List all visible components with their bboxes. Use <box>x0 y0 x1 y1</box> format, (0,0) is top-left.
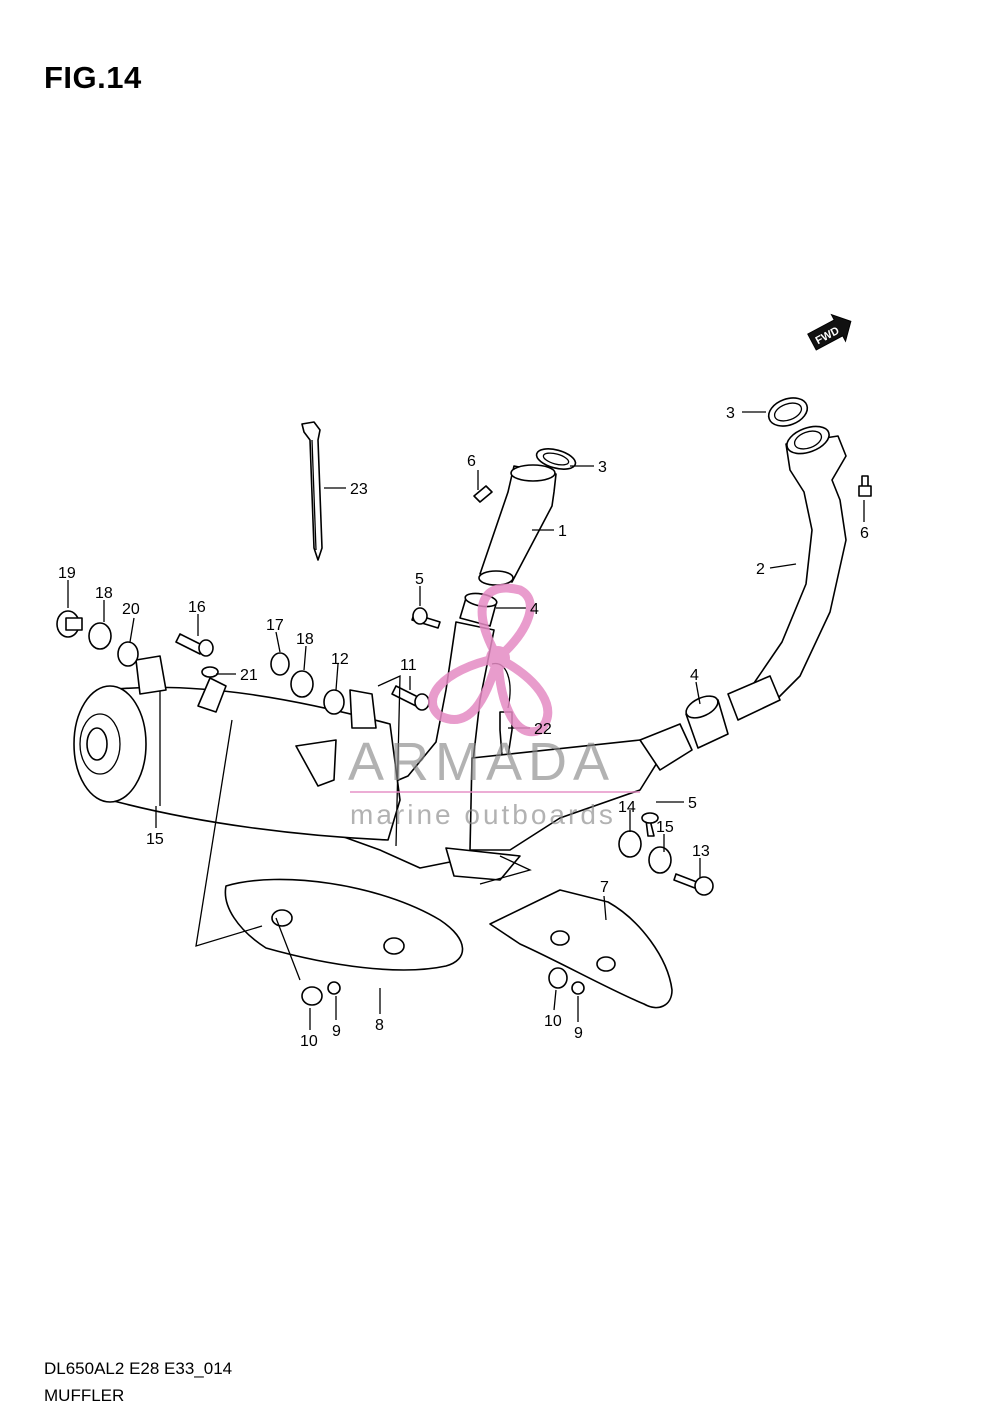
callout-label: 10 <box>544 1013 562 1030</box>
callout-label: 3 <box>726 405 735 422</box>
propeller-logo-icon <box>428 583 553 737</box>
callout-label: 9 <box>332 1023 341 1040</box>
callout-label: 7 <box>600 879 609 896</box>
section-name-label: MUFFLER <box>44 1386 125 1405</box>
callout-label: 15 <box>146 831 164 848</box>
callout-label: 6 <box>467 453 476 470</box>
callout-label: 17 <box>266 617 284 634</box>
callout-label: 5 <box>415 571 424 588</box>
callout-label: 5 <box>688 795 697 812</box>
callout-label: 12 <box>331 651 349 668</box>
callout-label: 21 <box>240 667 258 684</box>
callout-label: 10 <box>300 1033 318 1050</box>
model-code-label: DL650AL2 E28 E33_014 <box>44 1359 233 1378</box>
leader-lines <box>67 411 865 1030</box>
figure-title: FIG.14 <box>44 60 142 95</box>
callout-label: 22 <box>534 721 552 738</box>
watermark: ARMADA marine outboards <box>348 583 640 830</box>
pipe-cover-part <box>489 889 673 1009</box>
callout-label: 1 <box>558 523 567 540</box>
callout-label: 3 <box>598 459 607 476</box>
callout-label: 14 <box>618 799 636 816</box>
callout-label: 4 <box>690 667 699 684</box>
callout-label: 18 <box>296 631 314 648</box>
callout-label: 13 <box>692 843 710 860</box>
silencer-heat-shield-part <box>224 878 464 971</box>
callout-label: 4 <box>530 601 539 618</box>
front-exhaust-pipe-part <box>478 448 577 586</box>
callout-label: 11 <box>400 657 417 674</box>
watermark-brand: ARMADA <box>348 732 615 792</box>
bolt-part <box>473 475 872 503</box>
callout-label: 2 <box>756 561 765 578</box>
callout-label: 8 <box>375 1017 384 1034</box>
callout-label: 6 <box>860 525 869 542</box>
callout-label: 9 <box>574 1025 583 1042</box>
cable-tie-part <box>301 421 323 561</box>
callout-label: 20 <box>122 601 140 618</box>
silencer-part <box>73 655 401 841</box>
forward-arrow-icon: FWD <box>807 313 852 351</box>
callout-label: 16 <box>188 599 206 616</box>
callout-label: 15 <box>656 819 674 836</box>
callout-labels: 23 6 3 1 5 4 22 3 2 6 4 5 14 15 13 7 19 … <box>58 405 869 1050</box>
callout-label: 19 <box>58 565 76 582</box>
callout-label: 18 <box>95 585 113 602</box>
rear-exhaust-pipe-part <box>727 397 847 721</box>
fastener-hardware-part <box>56 607 714 1006</box>
callout-label: 23 <box>350 481 368 498</box>
watermark-tagline: marine outboards <box>350 799 616 830</box>
